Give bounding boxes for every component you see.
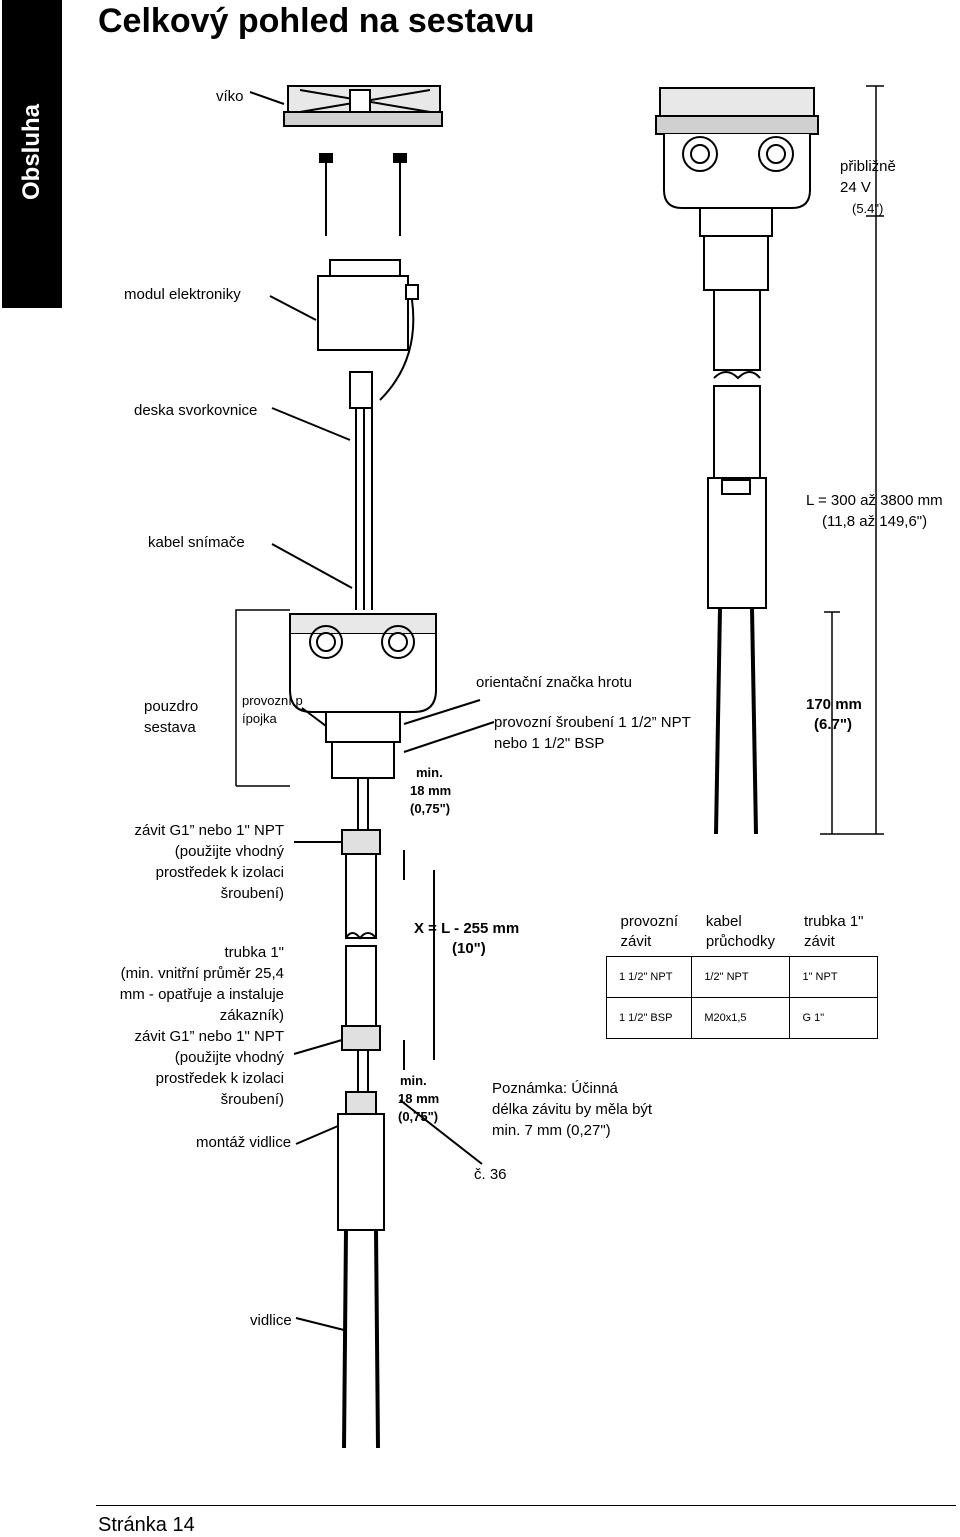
label-fork-mount: montáž vidlice [196,1134,292,1151]
label-process-thread-2: nebo 1 1/2" BSP [494,735,605,752]
label-approx-2: 24 V [840,179,871,196]
label-viko: víko [216,88,244,105]
label-approx-1: přibližně [840,158,896,175]
label-process-thread-1: provozní šroubení 1 1/2” NPT [494,714,691,731]
label-thread-g1-a: závit G1” nebo 1" NPT (použijte vhodný p… [134,822,284,902]
label-x-dim-2: (10") [452,940,486,957]
label-sensor-cable: kabel snímače [148,534,245,551]
section-tab: Obsluha [2,0,62,308]
label-housing-1: pouzdro [144,698,199,715]
label-fork: vidlice [250,1312,292,1329]
label-x-dim-1: X = L - 255 mm [414,920,520,937]
table-cell: G 1" [789,997,878,1039]
label-min18-a-2: 18 mm [410,783,452,798]
table-cell: 1" NPT [789,956,878,998]
label-min18-a-1: min. [416,765,443,780]
table-cell: 1 1/2" BSP [605,997,693,1039]
electronics-module-drawing [317,259,419,401]
footer-divider [96,1505,956,1506]
table-cell: M20x1,5 [691,997,791,1039]
table-row: 1 1/2" NPT 1/2" NPT 1" NPT [605,956,878,998]
label-length-2: (11,8 až 149,6") [822,513,928,530]
assembled-probe-drawing [655,87,819,835]
label-min18-a-3: (0,75") [410,801,451,816]
label-min18-b-1: min. [400,1073,427,1088]
table-row: 1 1/2" BSP M20x1,5 G 1" [605,997,878,1039]
page-number: Stránka 14 [98,1514,195,1536]
label-electronics-module: modul elektroniky [124,286,241,303]
label-min18-b-3: (0,75") [398,1109,439,1124]
label-figure-number: č. 36 [474,1166,507,1183]
label-housing-2: sestava [144,719,196,736]
table-header-cell: trubka 1"závit [803,913,864,950]
label-orientation-mark: orientační značka hrotu [476,674,632,691]
table-cell: 1/2" NPT [691,956,791,998]
label-dim-170-2: (6.7") [814,716,852,733]
label-min18-b-2: 18 mm [398,1091,440,1106]
label-process-connection-2: ípojka [242,711,277,726]
label-length-1: L = 300 až 3800 mm [806,492,943,509]
table-cell: 1 1/2" NPT [605,956,693,998]
page-title: Celkový pohled na sestavu [98,2,535,40]
label-note: Poznámka: Účinná délka závitu by měla bý… [492,1080,653,1139]
housing-drawing [289,613,437,779]
lid-drawing [283,85,443,127]
label-approx-3: (5.4") [852,201,884,216]
label-process-connection-1: provozní p [242,693,303,708]
label-pipe: trubka 1" (min. vnitřní průměr 25,4 mm -… [119,944,284,1108]
label-dim-170-1: 170 mm [806,696,862,713]
label-terminal-board: deska svorkovnice [134,402,258,419]
